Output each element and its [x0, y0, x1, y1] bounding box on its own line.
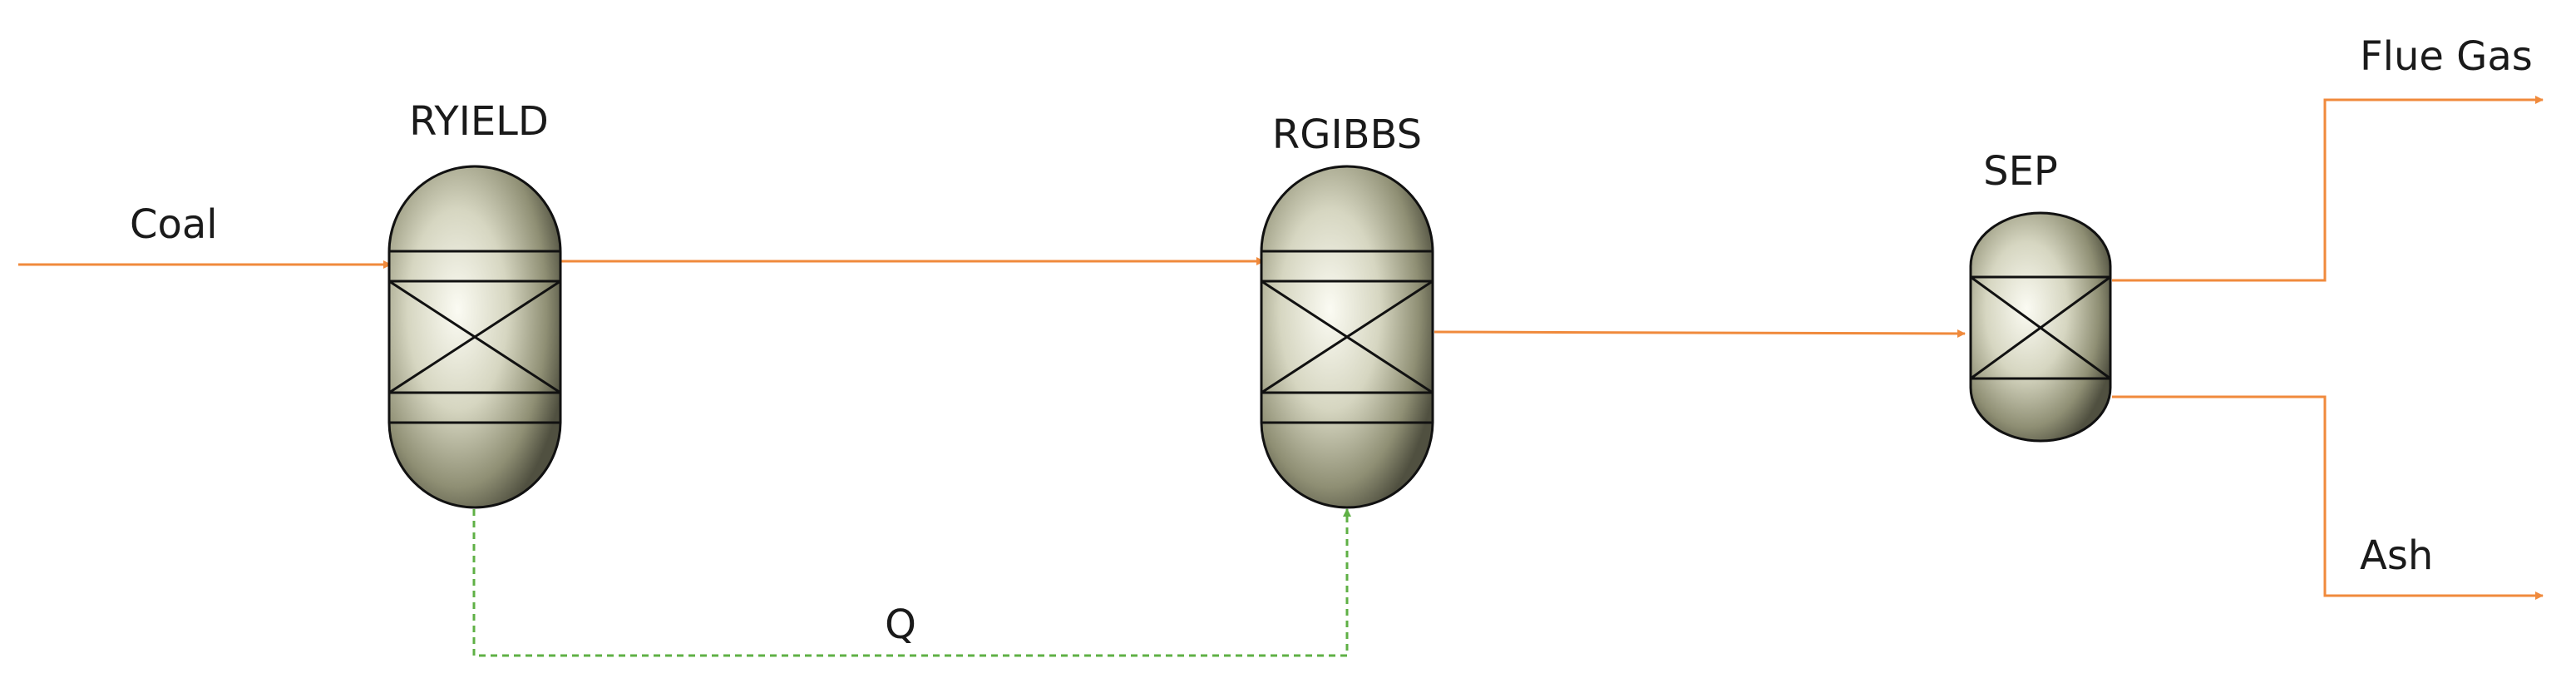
sep-separator[interactable] [1969, 211, 2112, 443]
ryield-label: RYIELD [409, 98, 549, 145]
sep-label: SEP [1983, 148, 2058, 195]
ash-stream-label: Ash [2360, 532, 2433, 579]
rgibbs-reactor[interactable] [1260, 165, 1434, 509]
stream-ash-line[interactable] [2112, 395, 2544, 600]
flue-gas-stream-label: Flue Gas [2360, 33, 2533, 80]
ryield-reactor[interactable] [387, 165, 562, 509]
stream-rgibbs-to-sep-line[interactable] [1434, 329, 1966, 338]
rgibbs-label: RGIBBS [1272, 111, 1422, 158]
heat-stream-label: Q [885, 601, 916, 648]
coal-stream-label: Coal [130, 201, 218, 248]
stream-heat-q-line[interactable] [472, 508, 1351, 657]
stream-flue-gas-line[interactable] [2112, 96, 2544, 282]
